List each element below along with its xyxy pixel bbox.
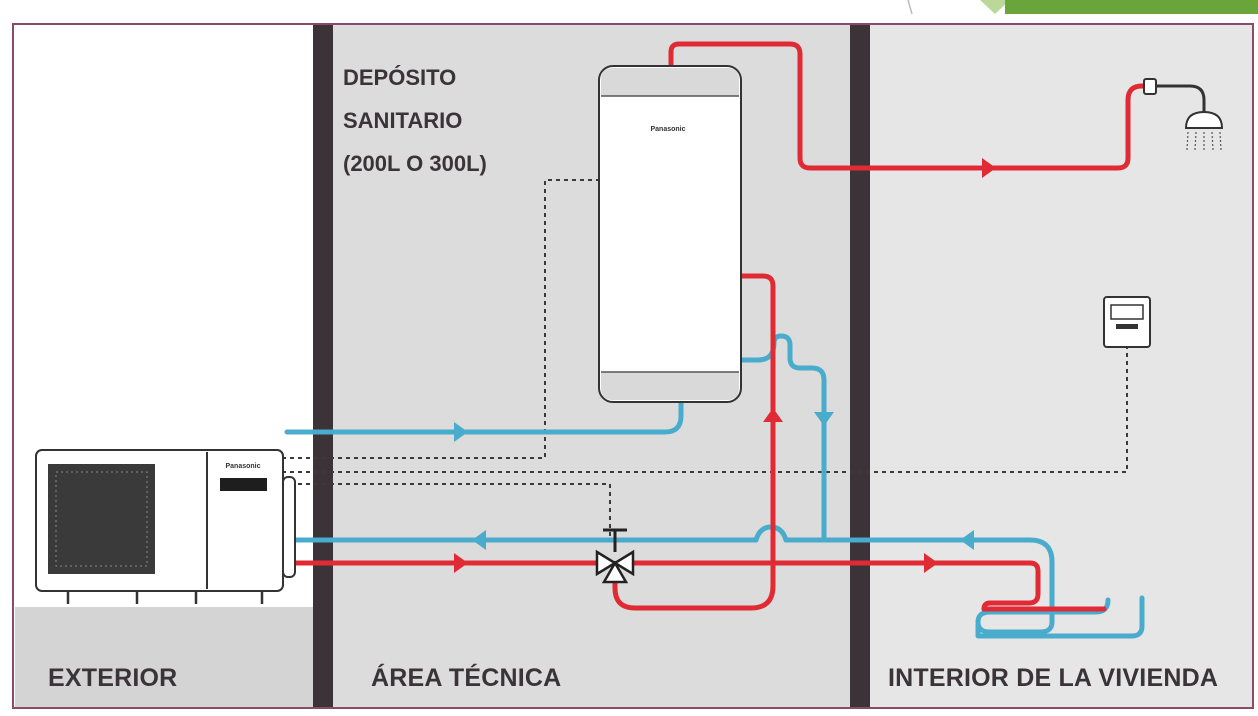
tank-label-line1: DEPÓSITO [343,65,456,90]
wall-divider-left [313,25,333,707]
wall-divider-right [850,25,870,707]
wall-controller-icon [1103,296,1151,348]
zone-label-exterior: EXTERIOR [48,664,177,692]
zone-label-interior: INTERIOR DE LA VIVIENDA [888,664,1218,692]
cold-flow-arrows [454,412,974,550]
shower-icon [1143,78,1224,151]
tank-brand: Panasonic [650,126,685,133]
three-way-valve-icon [595,528,635,584]
exterior-ground [15,607,313,707]
tank-label-line2: SANITARIO [343,108,462,133]
hot-flow-arrows [454,158,996,573]
corner-accent [907,0,1258,15]
zone-label-technical: ÁREA TÉCNICA [371,663,561,692]
interior-zone [870,25,1252,707]
tank-label-line3: (200L O 300L) [343,151,487,176]
tank-label: DEPÓSITO SANITARIO (200L O 300L) [343,65,487,176]
hot-pipes [284,41,1147,612]
heat-pump-icon: Panasonic [35,449,296,604]
hot-water-tank: Panasonic [598,65,742,403]
outdoor-unit-brand: Panasonic [225,463,260,470]
technical-zone [333,25,850,707]
